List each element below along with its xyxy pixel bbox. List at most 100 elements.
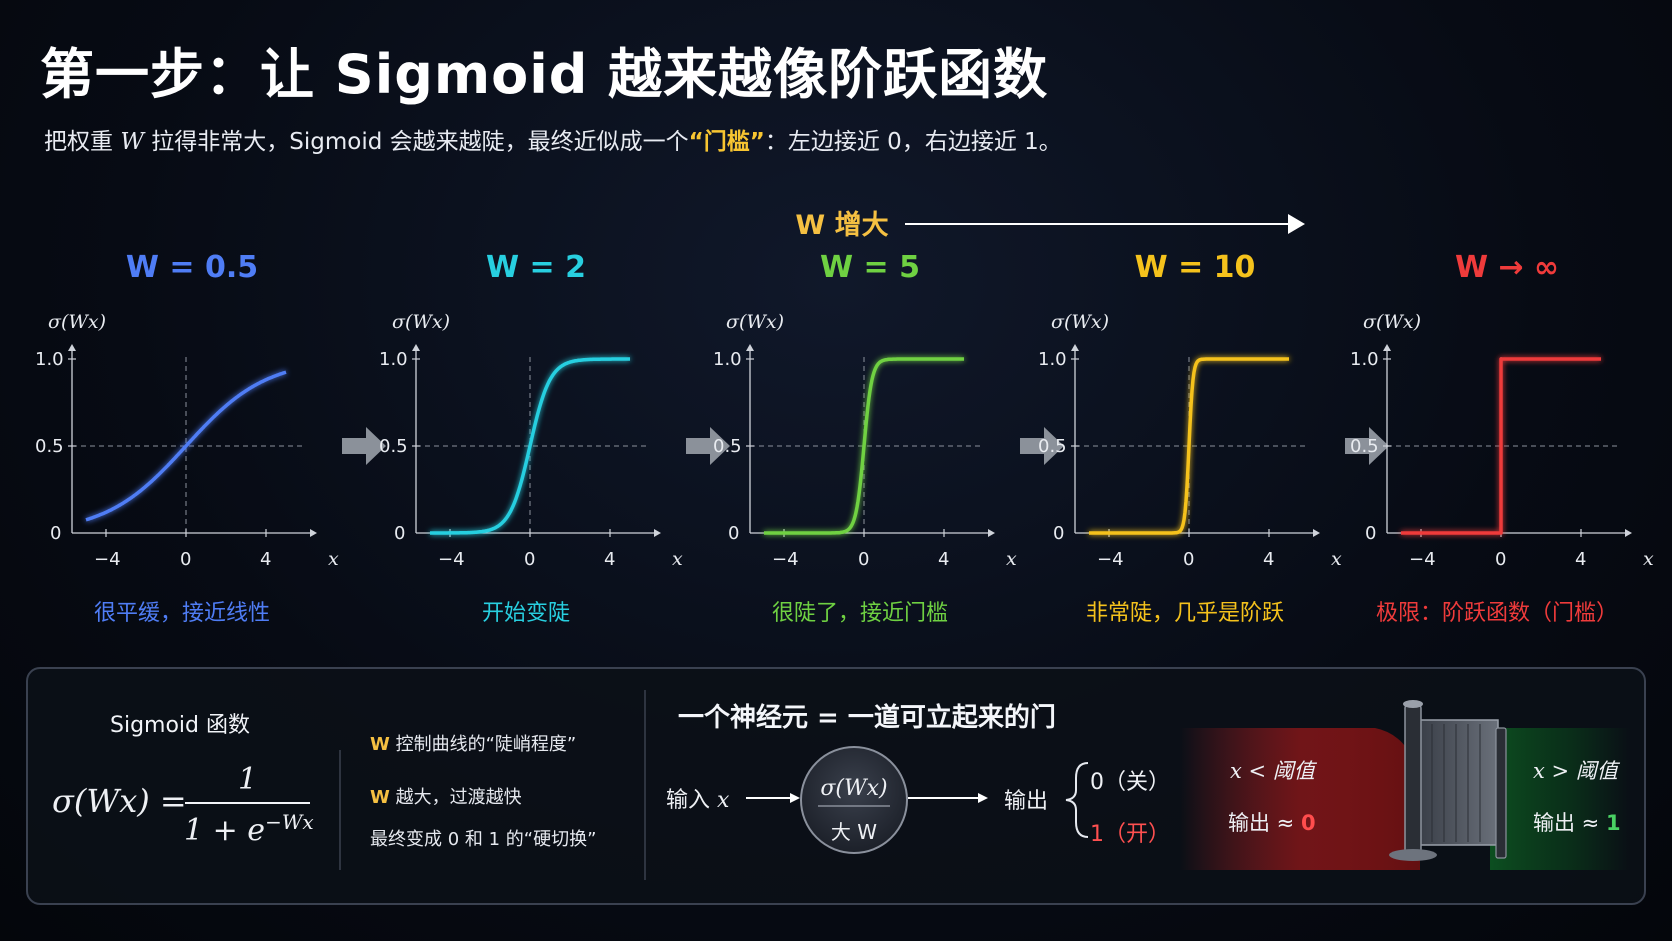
transition-arrow-3 [1345,427,1389,465]
page-title: 第一步：让 Sigmoid 越来越像阶跃函数 [40,43,1049,106]
bullet-1-w: W [370,734,390,755]
trend-label: W 增大 [795,210,889,241]
output-off: 0（关） [1090,770,1170,795]
x-tick-label-0-3: 0 [1183,549,1194,570]
x-axis-label-0: x [328,548,339,570]
neuron-title: 一个神经元 = 一道可立起来的门 [678,703,1056,733]
panel-caption-2: 很陡了，接近门槛 [771,601,948,626]
subtitle-text-c: ：左边接近 0，右边接近 1。 [764,129,1062,155]
x-tick-label-4-0: 4 [260,549,271,570]
x-tick-label-neg4-2: −4 [772,549,799,570]
subtitle-w: W [120,129,144,155]
curve-4 [1401,357,1601,535]
panel-title-0: W = 0.5 [125,250,259,285]
x-tick-label-0-0: 0 [180,549,191,570]
left-condition: x < 阈值 [1230,759,1315,783]
subtitle-highlight: “门槛” [688,129,765,155]
y-tick-label-1-1: 1.0 [379,349,408,370]
x-axis-label-2: x [1006,548,1017,570]
transition-arrow-1 [686,427,730,465]
x-tick-label-0-4: 0 [1495,549,1506,570]
output-on: 1（开） [1090,822,1170,847]
transition-arrow-0 [342,427,386,465]
x-tick-label-4-1: 4 [604,549,615,570]
x-tick-label-neg4-1: −4 [438,549,465,570]
panel-title-3: W = 10 [1134,250,1256,285]
y-tick-label-1-4: 1.0 [1350,349,1379,370]
right-output-label: 输出 ≈ [1533,811,1606,835]
curve-1 [429,357,631,535]
y-axis-label-0: σ(Wx) [48,311,106,333]
y-tick-label-1-0: 1.0 [35,349,64,370]
curve-0 [85,370,287,522]
x-tick-label-neg4-3: −4 [1097,549,1124,570]
y-axis-label-4: σ(Wx) [1363,311,1421,333]
y-axis-arrow-2 [746,344,754,351]
formula-den-text: 1 + e [184,813,266,848]
x-axis-arrow-1 [654,529,661,537]
x-axis-arrow-2 [988,529,995,537]
y-tick-label-05-2: 0.5 [713,436,742,457]
left-output: 输出 ≈ 0 [1228,807,1316,837]
x-axis-label-1: x [672,548,683,570]
x-axis-arrow-3 [1313,529,1320,537]
y-axis-label-3: σ(Wx) [1051,311,1109,333]
bullet-1: W 控制曲线的“陡峭程度” [370,730,576,756]
input-label-text: 输入 [666,788,717,813]
panel-caption-0: 很平缓，接近线性 [93,601,270,626]
output-label: 输出 [1004,789,1049,814]
bullet-2: W 越大，过渡越快 [370,783,522,809]
subtitle-text-a: 把权重 [44,129,121,155]
curve-2 [763,357,965,535]
formula-denominator: 1 + e−Wx [184,810,314,848]
x-axis-label-4: x [1643,548,1654,570]
y-axis-arrow-4 [1383,344,1391,351]
curve-3 [1088,357,1290,535]
y-tick-label-1-3: 1.0 [1038,349,1067,370]
y-tick-label-1-2: 1.0 [713,349,742,370]
formula-exponent: −Wx [265,810,314,834]
x-tick-label-0-1: 0 [524,549,535,570]
x-tick-label-4-4: 4 [1575,549,1586,570]
left-output-value: 0 [1300,811,1316,835]
y-tick-label-0-4: 0 [1365,523,1376,544]
formula-numerator: 1 [238,762,258,797]
y-tick-label-0-1: 0 [394,523,405,544]
subtitle-text-b: 拉得非常大，Sigmoid 会越来越陡，最终近似成一个 [143,129,689,155]
x-tick-label-0-2: 0 [858,549,869,570]
sigmoid-title: Sigmoid 函数 [110,713,251,738]
y-tick-label-05-4: 0.5 [1350,436,1379,457]
x-tick-label-neg4-0: −4 [94,549,121,570]
page-subtitle: 把权重 W 拉得非常大，Sigmoid 会越来越陡，最终近似成一个“门槛”：左边… [44,122,1062,156]
bullet-2-text: 越大，过渡越快 [389,787,522,808]
x-axis-arrow-4 [1625,529,1632,537]
panel-title-4: W → ∞ [1454,250,1560,285]
y-tick-label-0-3: 0 [1053,523,1064,544]
formula-lhs: σ(Wx) = [52,782,187,820]
y-axis-label-1: σ(Wx) [392,311,450,333]
y-tick-label-05-0: 0.5 [35,436,64,457]
y-tick-label-0-0: 0 [50,523,61,544]
neuron-node-bottom: 大 W [830,820,878,844]
y-axis-arrow-3 [1071,344,1079,351]
left-output-label: 输出 ≈ [1228,811,1301,835]
x-tick-label-4-3: 4 [1263,549,1274,570]
transition-arrow-2 [1020,427,1064,465]
x-axis-arrow-0 [310,529,317,537]
right-output: 输出 ≈ 1 [1533,807,1621,837]
input-label: 输入 x [666,782,729,814]
panel-caption-3: 非常陡，几乎是阶跃 [1085,601,1284,626]
trend-arrowhead [1288,214,1305,234]
y-tick-label-0-2: 0 [728,523,739,544]
x-axis-label-3: x [1331,548,1342,570]
y-axis-label-2: σ(Wx) [726,311,784,333]
y-axis-arrow-1 [412,344,420,351]
neuron-node-top: σ(Wx) [820,776,888,801]
bullet-3: 最终变成 0 和 1 的“硬切换” [370,829,597,850]
panel-caption-1: 开始变陡 [481,601,570,626]
bullet-1-text: 控制曲线的“陡峭程度” [389,734,577,755]
panel-caption-4: 极限：阶跃函数（门槛） [1375,601,1618,626]
x-tick-label-neg4-4: −4 [1409,549,1436,570]
